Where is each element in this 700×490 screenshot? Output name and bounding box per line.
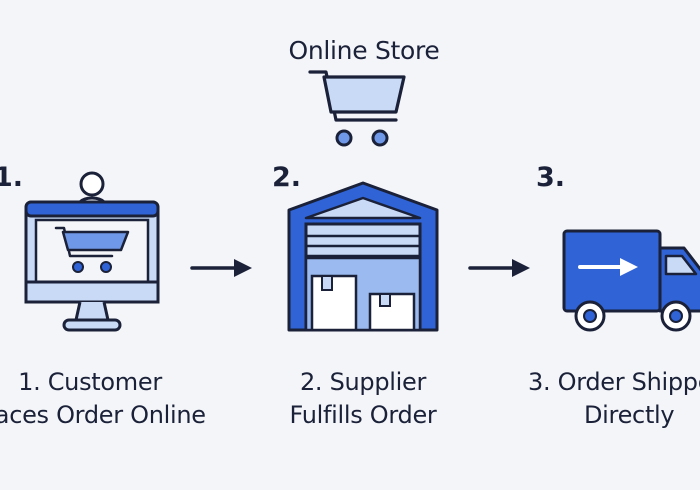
arrow-right-icon [190,259,252,277]
step-1-number: 1. [0,162,24,193]
step-1-label: 1. Customer Places Order Online [0,366,220,432]
shopping-cart-icon [308,70,406,147]
step-2-label: 2. Supplier Fulfills Order [248,366,478,432]
delivery-truck-icon [562,229,700,332]
step-1-label-line1: 1. Customer [18,368,162,396]
diagram-title: Online Store [288,36,440,65]
step-3-label: 3. Order Shipped Directly [528,366,700,432]
step-2-label-line2: Fulfills Order [289,401,437,429]
step-2-number: 2. [272,162,302,193]
step-3-number: 3. [536,162,566,193]
step-2-label-line1: 2. Supplier [299,368,427,396]
arrow-right-icon [468,259,530,277]
warehouse-icon [287,181,439,332]
step-3-label-line2: Directly [584,401,675,429]
step-3-label-line1: 3. Order Shipped [528,368,700,396]
customer-computer-icon [24,171,160,332]
step-1-label-line2: Places Order Online [0,401,206,429]
